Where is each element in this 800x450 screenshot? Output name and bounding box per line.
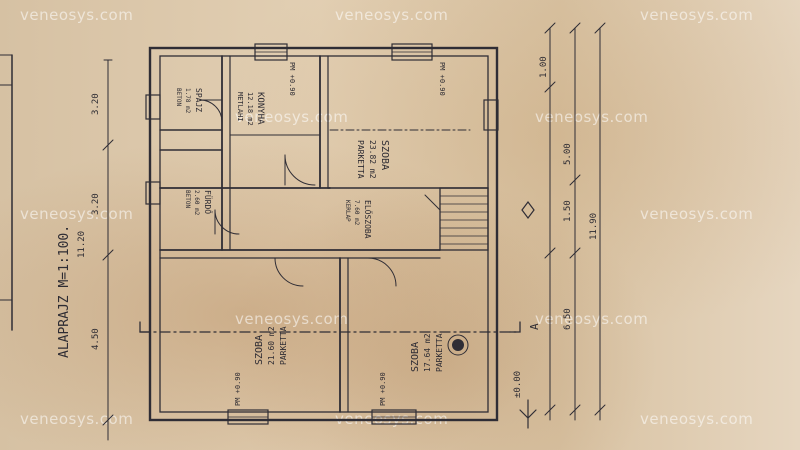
dimension-label: 5.00: [563, 143, 573, 165]
room-floor: METLAHI: [236, 92, 244, 122]
watermark: veneosys.com: [235, 310, 349, 328]
room-name: KONYHA: [255, 92, 265, 125]
dimension-total: 11.20: [77, 231, 87, 258]
watermark: veneosys.com: [640, 410, 754, 428]
dimension-label: 4.50: [91, 328, 101, 350]
room-floor: BETON: [175, 88, 182, 106]
section-marker: A: [528, 323, 541, 330]
plan-title: ALAPRAJZ M=1:100.: [57, 225, 72, 358]
watermark: veneosys.com: [20, 205, 134, 223]
room-area: 7.60 m2: [353, 200, 360, 226]
room-area: 12.18 m2: [246, 92, 254, 126]
room-name: SPAJZ: [194, 88, 203, 112]
room-area: 17.64 m2: [423, 333, 432, 372]
room-area: 21.60 m2: [267, 326, 276, 365]
elevation-label: ±0.00: [513, 371, 523, 398]
room-area: 2.60 m2: [193, 190, 200, 216]
room-floor: PARKETTA: [279, 326, 288, 365]
sill-note: PM +0.90: [438, 62, 446, 96]
watermark: veneosys.com: [535, 108, 649, 126]
dimension-total: 11.90: [589, 213, 599, 240]
room-floor: PARKETTA: [435, 333, 444, 372]
dimension-label: 3.20: [91, 193, 101, 215]
watermark: veneosys.com: [20, 6, 134, 24]
watermark: veneosys.com: [640, 6, 754, 24]
sill-note: PM +0.90: [379, 372, 387, 406]
room-floor: BETON: [184, 190, 191, 208]
room-name: ELŐSZOBA: [363, 200, 373, 239]
sill-note: PM +0.90: [288, 62, 296, 96]
room-name: FÜRDŐ: [203, 190, 213, 214]
dimension-label: 1.00: [539, 56, 549, 78]
room-area: 1.78 m2: [184, 88, 191, 114]
room-name: SZOBA: [254, 335, 265, 365]
sill-note: PM +0.90: [234, 372, 242, 406]
watermark: veneosys.com: [640, 205, 754, 223]
watermark: veneosys.com: [535, 310, 649, 328]
room-floor: PARKETTA: [356, 140, 365, 179]
dimension-label: 6.50: [563, 308, 573, 330]
room-floor: KERLAP: [344, 200, 351, 222]
dimension-label: 1.50: [563, 200, 573, 222]
watermark: veneosys.com: [335, 6, 449, 24]
room-area: 23.82 m2: [368, 140, 377, 179]
room-name: SZOBA: [379, 140, 390, 170]
room-name: SZOBA: [410, 342, 421, 372]
dimension-label: 3.20: [91, 93, 101, 115]
